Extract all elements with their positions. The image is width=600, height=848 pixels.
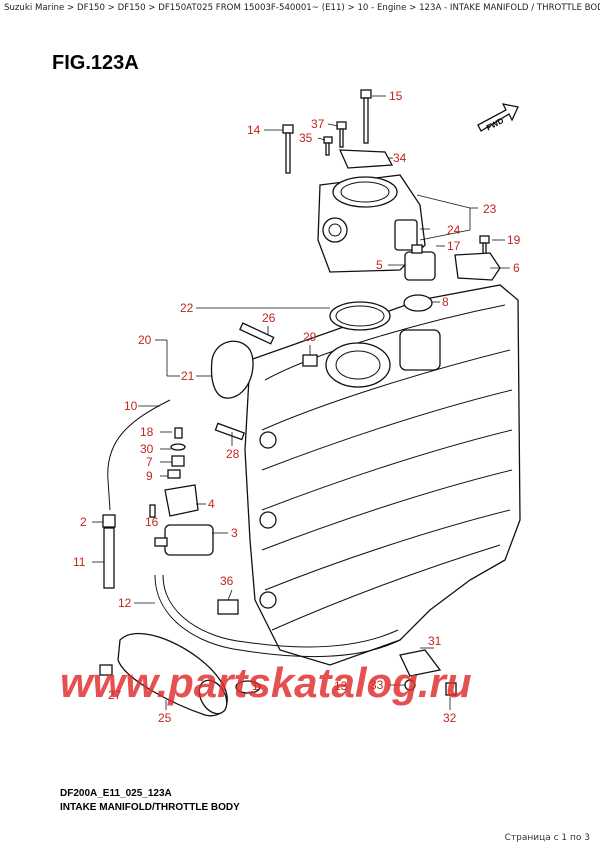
callout-labels: 15 37 35 14 34 23 24 17 19 5 6 8 22 26 2…: [73, 89, 521, 725]
callout-14: 14: [247, 123, 261, 137]
callout-24: 24: [447, 223, 461, 237]
hose-10: [107, 399, 171, 511]
bolt-16: [149, 504, 156, 518]
callout-18: 18: [140, 425, 154, 439]
forward-direction-arrow: FWD: [477, 103, 519, 132]
callout-30: 30: [140, 442, 154, 456]
callout-17: 17: [447, 239, 461, 253]
page-indicator: Страница с 1 по 3: [504, 833, 590, 843]
watermark: www.partskatalog.ru: [60, 659, 472, 706]
bracket-31: [399, 649, 442, 677]
callout-27: 27: [108, 688, 122, 702]
callout-20: 20: [138, 333, 152, 347]
callout-29: 29: [303, 330, 317, 344]
callout-15: 15: [389, 89, 403, 103]
callout-1: 1: [252, 679, 259, 693]
gasket-22: [329, 301, 391, 331]
leader-lines: [92, 95, 510, 710]
callout-5: 5: [376, 258, 383, 272]
callout-21: 21: [181, 369, 195, 383]
bolt-14: [282, 124, 294, 174]
drawing-code: DF200A_E11_025_123A: [60, 788, 172, 799]
bolt-35: [323, 136, 333, 156]
bolt-9: [167, 469, 181, 479]
callout-12: 12: [118, 596, 132, 610]
callout-9: 9: [146, 469, 153, 483]
nut-29: [302, 354, 318, 367]
callout-2: 2: [80, 515, 87, 529]
intake-manifold: [244, 284, 521, 666]
breadcrumb[interactable]: Suzuki Marine > DF150 > DF150 > DF150AT0…: [4, 3, 600, 13]
bracket-34: [338, 149, 394, 169]
callout-31: 31: [428, 634, 442, 648]
callout-10: 10: [124, 399, 138, 413]
bolt-26: [239, 322, 275, 345]
callout-26: 26: [262, 311, 276, 325]
bolt-15: [360, 89, 372, 144]
figure-title: FIG.123A: [52, 52, 139, 74]
bolt-19: [479, 235, 490, 256]
callout-16: 16: [145, 515, 159, 529]
washer-30: [170, 443, 186, 451]
filter-25: [117, 632, 228, 717]
callout-6: 6: [513, 261, 520, 275]
callout-35: 35: [299, 131, 313, 145]
callout-19: 19: [507, 233, 521, 247]
clamp-1: [235, 680, 261, 694]
callout-8: 8: [442, 295, 449, 309]
callout-7: 7: [146, 455, 153, 469]
bracket-4: [164, 484, 199, 517]
o-ring-8: [403, 294, 433, 312]
throttle-body: [317, 174, 426, 273]
callout-23: 23: [483, 202, 497, 216]
gasket-21: [210, 340, 254, 399]
pipe-11: [103, 527, 115, 589]
callout-36: 36: [220, 574, 234, 588]
callout-4: 4: [208, 497, 215, 511]
collar-7: [171, 455, 185, 467]
hose-12: [154, 574, 401, 658]
bolt-18: [174, 427, 183, 439]
callout-3: 3: [231, 526, 238, 540]
callout-11: 11: [73, 555, 86, 569]
callout-28: 28: [226, 447, 240, 461]
sensor-6: [454, 252, 501, 281]
bolt-27: [99, 664, 113, 676]
sensor-5: [404, 244, 436, 281]
callout-33: 33: [370, 678, 384, 692]
clamp-2: [102, 514, 116, 528]
callout-25: 25: [158, 711, 172, 725]
bolt-28: [214, 422, 246, 441]
bolt-37: [336, 121, 347, 148]
callout-13: 13: [334, 679, 348, 693]
callout-32: 32: [443, 711, 457, 725]
callout-37: 37: [311, 117, 325, 131]
valve-3: [154, 524, 214, 556]
callout-22: 22: [180, 301, 194, 315]
figure-caption: INTAKE MANIFOLD/THROTTLE BODY: [60, 802, 240, 813]
clip-36: [217, 599, 239, 615]
callout-34: 34: [393, 151, 407, 165]
bolt-32: [445, 682, 457, 696]
